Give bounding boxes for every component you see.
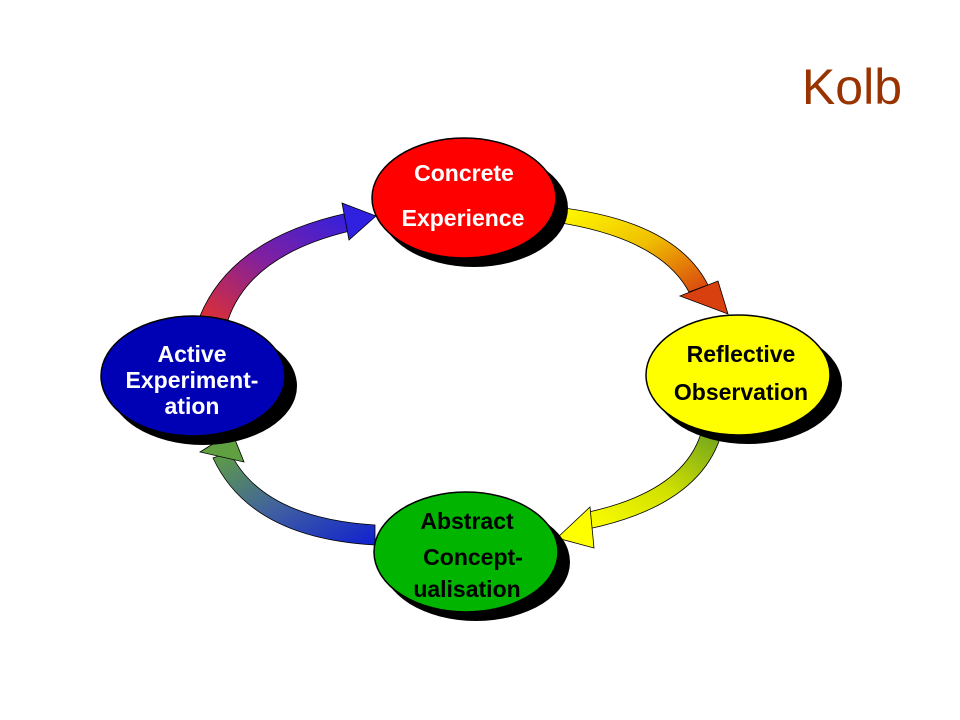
reflective-label-line2: Observation bbox=[674, 379, 808, 405]
active-label-line1: Active bbox=[157, 341, 226, 367]
concrete-label-line2: Experience bbox=[402, 205, 525, 231]
abstract-label-line1: Abstract bbox=[420, 508, 514, 534]
abstract-label-line2: Concept- bbox=[423, 544, 523, 570]
arrow-reflective-to-abstract bbox=[556, 429, 723, 549]
arrow-active-to-concrete bbox=[199, 202, 377, 321]
active-label-line2: Experiment- bbox=[126, 367, 259, 393]
concrete-experience-node bbox=[371, 137, 557, 259]
abstract-conceptualisation-node bbox=[373, 491, 559, 613]
active-experimentation-node bbox=[100, 315, 286, 437]
page-title: Kolb bbox=[801, 59, 902, 115]
active-label-line3: ation bbox=[165, 393, 220, 419]
abstract-label-line3: ualisation bbox=[413, 576, 520, 602]
concrete-label-line1: Concrete bbox=[414, 160, 514, 186]
arrow-concrete-to-reflective bbox=[554, 206, 729, 315]
arrow-abstract-to-active bbox=[198, 431, 376, 546]
reflective-label-line1: Reflective bbox=[687, 341, 796, 367]
reflective-observation-node bbox=[645, 314, 831, 436]
